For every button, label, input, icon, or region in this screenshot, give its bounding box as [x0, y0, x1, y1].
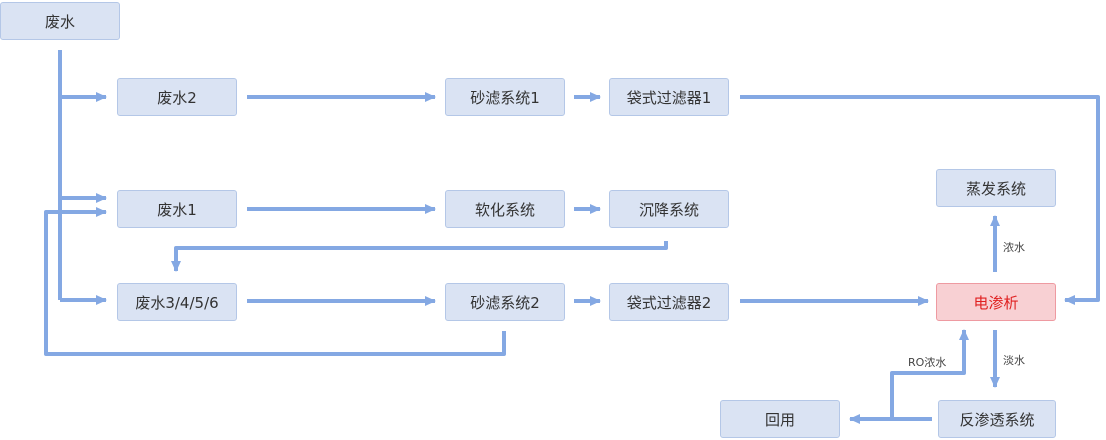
label-dilute: 淡水 [1003, 354, 1025, 367]
node-sand-filter-2: 砂滤系统2 [445, 283, 565, 321]
node-bag-filter-1: 袋式过滤器1 [609, 78, 729, 116]
node-wastewater-3456: 废水3/4/5/6 [117, 283, 237, 321]
node-electrodialysis: 电渗析 [936, 283, 1056, 321]
node-evaporation: 蒸发系统 [936, 169, 1056, 207]
label-ro-concentrate: RO浓水 [908, 356, 947, 369]
node-reuse: 回用 [720, 400, 840, 438]
arrow-reverse-osmosis-to-electrodialysis [890, 329, 969, 419]
node-wastewater-root: 废水 [0, 2, 120, 40]
arrow-bag-filter-1-to-electrodialysis [740, 95, 1100, 305]
node-wastewater-1: 废水1 [117, 190, 237, 228]
node-sand-filter-1: 砂滤系统1 [445, 78, 565, 116]
label-concentrate: 浓水 [1003, 241, 1025, 254]
node-wastewater-2: 废水2 [117, 78, 237, 116]
arrow-sand-filter-2-loop-to-wastewater-1 [44, 207, 506, 356]
arrow-sedimentation-to-wastewater-3456 [171, 241, 668, 272]
node-reverse-osmosis: 反渗透系统 [938, 400, 1056, 438]
node-bag-filter-2: 袋式过滤器2 [609, 283, 729, 321]
node-softening: 软化系统 [445, 190, 565, 228]
node-sedimentation: 沉降系统 [609, 190, 729, 228]
